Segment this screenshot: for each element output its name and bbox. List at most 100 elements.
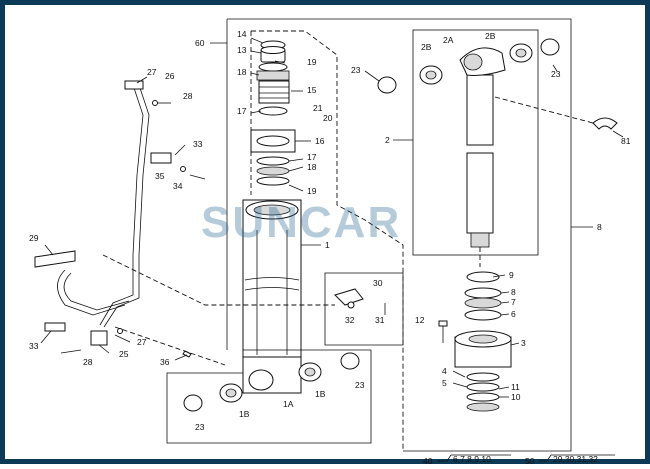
leader-lines — [40, 37, 624, 398]
box-2 — [412, 29, 539, 256]
callout-28: 28 — [183, 91, 193, 101]
footer-40-number: 40 — [423, 456, 433, 466]
callout-14: 14 — [237, 29, 247, 39]
hose-line-main — [99, 84, 144, 326]
part-2-rod-upper — [466, 74, 494, 146]
callout-81: 81 — [621, 136, 631, 146]
part-23-seal-upper-right — [540, 38, 560, 56]
callout-4: 4 — [442, 366, 447, 376]
callout-26: 26 — [165, 71, 175, 81]
dash-left-to-center — [102, 254, 335, 306]
part-2B-right-bore — [515, 48, 527, 58]
part-3-head-bore — [468, 334, 498, 344]
callout-20: 20 — [323, 113, 333, 123]
footer-50-number: 50 — [525, 456, 535, 466]
part-5-ring — [466, 382, 500, 392]
part-19-ring-top — [258, 62, 288, 72]
callout-29: 29 — [29, 233, 39, 243]
part-26-clamp — [124, 80, 144, 90]
callout-12: 12 — [415, 315, 425, 325]
callout-23a: 23 — [195, 422, 205, 432]
part-2B-left-bore — [425, 70, 437, 80]
callout-27b: 27 — [137, 337, 147, 347]
callout-18: 18 — [237, 67, 247, 77]
callout-23d: 23 — [551, 69, 561, 79]
callout-2A: 2A — [443, 35, 454, 45]
footer-50-bracket — [539, 454, 615, 462]
clevis-eye — [248, 369, 274, 391]
callout-2Bb: 2B — [485, 31, 496, 41]
barrel-top-bore — [253, 204, 291, 216]
part-13-top — [260, 46, 286, 54]
part-12-bolt-head — [438, 320, 448, 327]
part-4-ring — [466, 372, 500, 382]
callout-32: 32 — [345, 315, 355, 325]
part-23-seal-right — [340, 352, 360, 370]
callout-23b: 23 — [355, 380, 365, 390]
part-18-top — [256, 70, 290, 81]
part-10-ring — [466, 402, 500, 412]
callout-1A: 1A — [283, 399, 294, 409]
callout-6: 6 — [511, 309, 516, 319]
hose-line-inner — [103, 84, 150, 328]
part-28-bolt-top — [152, 100, 158, 106]
dash-to-81 — [494, 96, 594, 124]
part-30-clamp — [334, 288, 364, 306]
callout-5: 5 — [442, 378, 447, 388]
part-29-bracket — [34, 250, 76, 268]
part-23-seal-left — [183, 394, 203, 412]
callout-19: 19 — [307, 57, 317, 67]
rod-thread — [470, 232, 490, 248]
part-33-clamp-mid — [150, 152, 172, 164]
callout-2: 2 — [385, 135, 390, 145]
part-6-ring — [464, 309, 502, 321]
callout-31: 31 — [375, 315, 385, 325]
part-25-fitting — [90, 330, 108, 346]
callout-19b: 19 — [307, 186, 317, 196]
footer-40-parts: 6,7,8,9,10, — [453, 454, 493, 464]
part-35-washer — [180, 166, 186, 172]
barrel-break-2 — [244, 287, 300, 291]
part-23-seal-upper-left — [377, 76, 397, 94]
callout-35: 35 — [155, 171, 165, 181]
callout-1Bb: 1B — [315, 389, 326, 399]
part-17-ring-top — [258, 106, 288, 116]
part-1-barrel — [242, 199, 302, 361]
callout-60: 60 — [195, 38, 205, 48]
part-17-ring-low — [256, 156, 290, 166]
callout-16: 16 — [315, 136, 325, 146]
part-19-ring-low — [256, 176, 290, 186]
callout-30: 30 — [373, 278, 383, 288]
callout-33: 33 — [193, 139, 203, 149]
callout-9: 9 — [509, 270, 514, 280]
part-27-washer-low — [117, 328, 123, 334]
footer-ref-40: 40 6,7,8,9,10, — [423, 454, 511, 466]
footer-ref-50: 50 29,30,31,32 — [525, 454, 615, 466]
footer-50-parts: 29,30,31,32 — [553, 454, 598, 464]
part-81-clip — [592, 117, 618, 130]
callout-18b: 18 — [307, 162, 317, 172]
callout-28b: 28 — [83, 357, 93, 367]
frame-60-outline — [227, 18, 572, 452]
callout-23c: 23 — [351, 65, 361, 75]
callout-11: 11 — [511, 382, 520, 392]
callout-10: 10 — [511, 392, 521, 402]
callout-8: 8 — [597, 222, 602, 232]
callout-15: 15 — [307, 85, 317, 95]
hose-loop-inner — [63, 272, 130, 311]
callout-33b: 33 — [29, 341, 39, 351]
part-34-bolt — [189, 174, 206, 180]
part-2-rod-lower — [466, 152, 494, 234]
callout-36: 36 — [160, 357, 170, 367]
part-8-ring — [464, 287, 502, 299]
callout-34: 34 — [173, 181, 183, 191]
callout-27: 27 — [147, 67, 157, 77]
part-28-bolt-low — [60, 349, 82, 354]
watermark: SUNCAR — [201, 198, 401, 247]
part-16-bore — [256, 135, 290, 147]
callout-13: 13 — [237, 45, 247, 55]
dash-left-lower — [114, 326, 226, 366]
footer-40-bracket — [437, 454, 511, 462]
callout-7: 7 — [511, 297, 516, 307]
